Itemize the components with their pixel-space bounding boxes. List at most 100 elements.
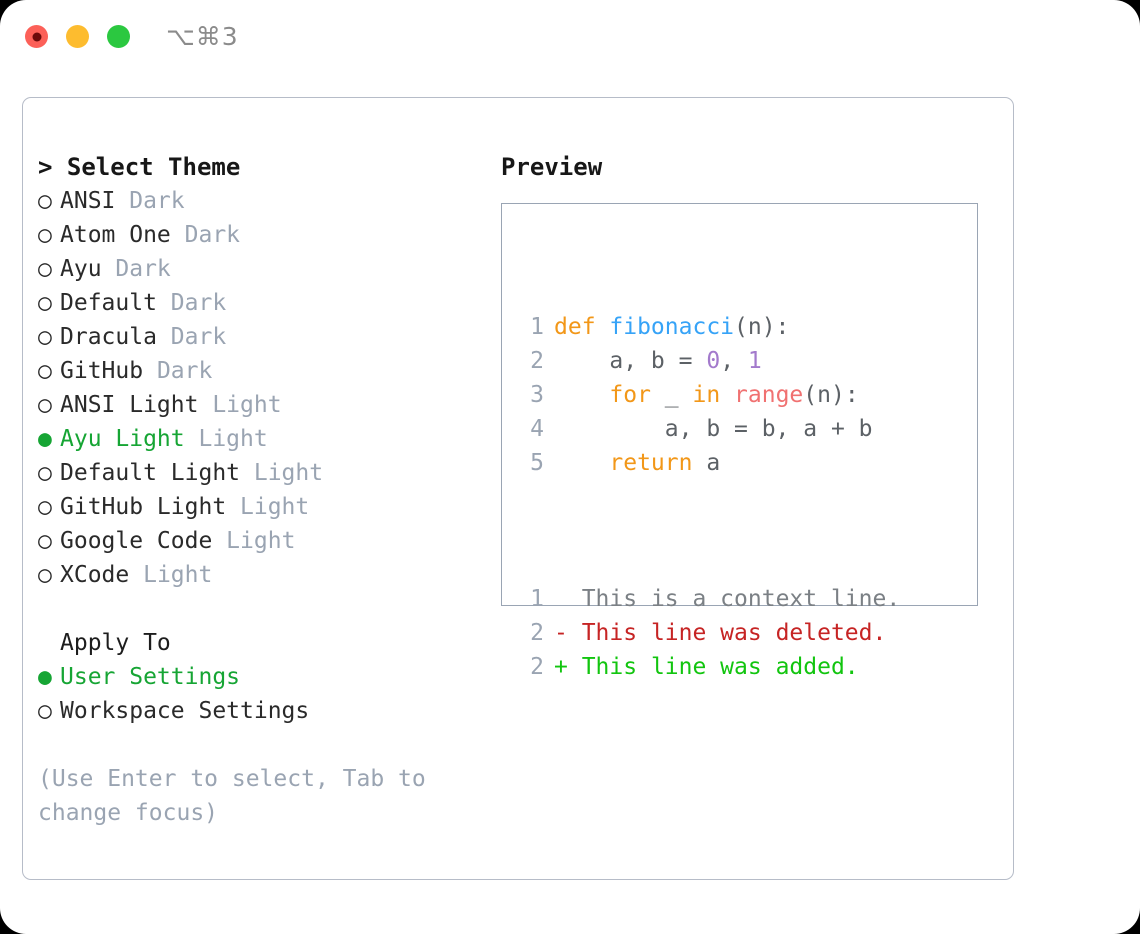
theme-list-column: > Select Theme ○ANSI Dark○Atom One Dark○…	[38, 150, 478, 830]
theme-option[interactable]: ○Dracula Dark	[38, 320, 478, 354]
apply-to-list[interactable]: ● User Settings ○ Workspace Settings	[38, 660, 478, 728]
theme-name: Google Code	[60, 528, 213, 554]
radio-selected-icon: ●	[38, 664, 52, 690]
code-token: a, b = b, a + b	[554, 416, 873, 442]
theme-name: Atom One	[60, 222, 171, 248]
keyboard-shortcut-label: ⌥⌘3	[166, 22, 239, 51]
theme-option[interactable]: ○ ANSI Light Light	[38, 388, 478, 422]
radio-unselected-icon: ○	[38, 494, 52, 520]
code-token: range	[734, 382, 804, 408]
code-line: 4 a, b = b, a + b	[520, 412, 900, 446]
theme-variant-badge: Dark	[170, 222, 241, 248]
line-number: 2	[530, 654, 544, 680]
title-bar: ⌥⌘3	[0, 0, 1140, 78]
theme-name: Dracula	[60, 324, 157, 350]
code-line: 2 a, b = 0, 1	[520, 344, 900, 378]
theme-selector-panel: > Select Theme ○ANSI Dark○Atom One Dark○…	[22, 97, 1014, 880]
theme-variant-badge: Light	[212, 528, 296, 554]
line-number: 3	[530, 382, 544, 408]
code-token	[554, 382, 609, 408]
theme-option[interactable]: ○ Ayu Dark	[38, 252, 478, 286]
theme-variant-badge: Dark	[143, 358, 213, 384]
radio-unselected-icon: ○	[38, 528, 52, 554]
theme-variant-badge: Light	[184, 426, 268, 452]
theme-variant-badge: Light	[198, 392, 282, 418]
radio-unselected-icon: ○	[38, 222, 52, 248]
radio-unselected-icon: ○	[38, 256, 52, 282]
line-number: 1	[530, 586, 544, 612]
diff-sign: +	[554, 654, 568, 680]
theme-option[interactable]: ○ Default Light Light	[38, 456, 478, 490]
close-button[interactable]	[25, 25, 48, 48]
theme-variant-badge: Light	[240, 460, 324, 486]
code-token: return	[609, 450, 693, 476]
code-token: for	[609, 382, 651, 408]
theme-option[interactable]: ○ANSI Dark	[38, 184, 478, 218]
radio-unselected-icon: ○	[38, 562, 52, 588]
theme-option[interactable]: ○ GitHub Dark	[38, 354, 478, 388]
diff-text: This is a context line.	[567, 586, 901, 612]
radio-unselected-icon: ○	[38, 324, 52, 350]
diff-block: 1 This is a context line. 2- This line wa…	[520, 582, 900, 684]
line-number: 2	[530, 348, 544, 374]
code-token: _	[650, 382, 693, 408]
select-theme-header: > Select Theme	[38, 153, 241, 181]
theme-name: XCode	[60, 562, 130, 588]
zoom-button[interactable]	[107, 25, 130, 48]
theme-variant-badge: Dark	[156, 290, 227, 316]
preview-title: Preview	[501, 153, 603, 181]
radio-unselected-icon: ○	[38, 698, 52, 724]
code-token: 0	[706, 348, 721, 374]
theme-variant-badge: Dark	[115, 188, 185, 214]
code-token: (n):	[803, 382, 859, 408]
line-number: 5	[530, 450, 544, 476]
radio-unselected-icon: ○	[38, 358, 52, 384]
apply-to-name: User Settings	[60, 664, 241, 690]
diff-text: This line was deleted.	[567, 620, 887, 646]
theme-option[interactable]: ○ Google Code Light	[38, 524, 478, 558]
minimize-button[interactable]	[66, 25, 89, 48]
code-token: ,	[720, 348, 748, 374]
theme-name: ANSI Light	[60, 392, 199, 418]
code-token: def	[554, 314, 610, 340]
code-token: in	[692, 382, 721, 408]
apply-to-option[interactable]: ○ Workspace Settings	[38, 694, 478, 728]
code-line: 3 for _ in range(n):	[520, 378, 900, 412]
theme-option[interactable]: ○ Atom One Dark	[38, 218, 478, 252]
theme-list[interactable]: ○ANSI Dark○Atom One Dark○Ayu Dark○Defaul…	[38, 184, 478, 592]
code-token: fibonacci	[609, 314, 735, 340]
traffic-light-buttons	[25, 25, 130, 48]
theme-variant-badge: Dark	[101, 256, 171, 282]
theme-option[interactable]: ● Ayu Light Light	[38, 422, 478, 456]
code-token	[554, 450, 609, 476]
theme-name: Default Light	[60, 460, 241, 486]
theme-name: Ayu Light	[60, 426, 185, 452]
spacer	[38, 592, 478, 626]
theme-variant-badge: Light	[129, 562, 213, 588]
radio-unselected-icon: ○	[38, 392, 52, 418]
apply-to-name: Workspace Settings	[60, 698, 310, 724]
theme-name: GitHub Light	[60, 494, 227, 520]
keyboard-hint: (Use Enter to select, Tab to change focu…	[38, 766, 440, 826]
theme-option[interactable]: ○ XCode Light	[38, 558, 478, 592]
diff-line: 2+ This line was added.	[520, 650, 900, 684]
diff-sign	[554, 586, 568, 612]
line-number: 2	[530, 620, 544, 646]
theme-variant-badge: Light	[226, 494, 310, 520]
theme-name: ANSI	[60, 188, 116, 214]
radio-unselected-icon: ○	[38, 460, 52, 486]
theme-option[interactable]: ○ Default Dark	[38, 286, 478, 320]
diff-line: 1 This is a context line.	[520, 582, 900, 616]
theme-name: Default	[60, 290, 157, 316]
radio-unselected-icon: ○	[38, 290, 52, 316]
theme-name: Ayu	[60, 256, 102, 282]
theme-option[interactable]: ○ GitHub Light Light	[38, 490, 478, 524]
theme-name: GitHub	[60, 358, 144, 384]
diff-sign: -	[554, 620, 568, 646]
apply-to-option[interactable]: ● User Settings	[38, 660, 478, 694]
radio-selected-icon: ●	[38, 426, 52, 452]
